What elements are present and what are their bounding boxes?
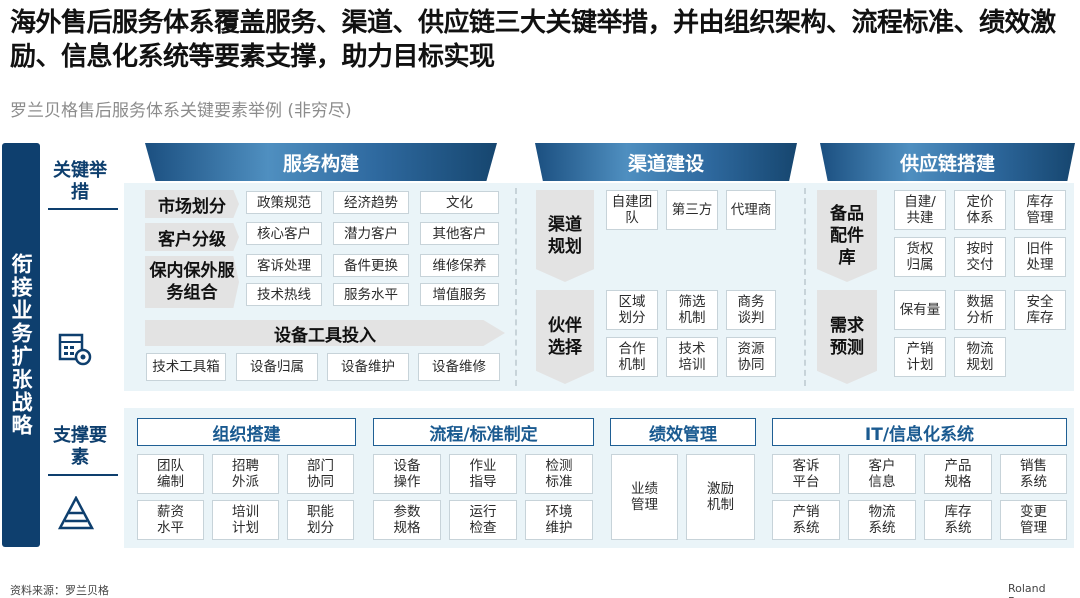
service-item: 备件更换 [333,254,409,277]
channel-item: 技术培训 [666,337,718,377]
dashboard-gear-icon [58,332,94,368]
service-item: 维修保养 [420,254,499,277]
org-item: 部门协同 [287,454,354,494]
org-header: 组织搭建 [137,418,356,446]
service-item: 经济趋势 [333,191,409,214]
supply-item: 保有量 [894,290,946,330]
section-key-label: 关键举措 [53,160,107,203]
supply-item: 数据分析 [954,290,1006,330]
process-item: 检测标准 [525,454,593,494]
service-item: 政策规范 [246,191,322,214]
service-category-customer: 客户分级 [145,223,239,251]
source-note: 资料来源：罗兰贝格 [10,584,109,597]
org-item: 薪资水平 [137,500,204,540]
it-item: 产销系统 [772,500,840,540]
supply-demand-category: 需求预测 [817,290,877,384]
service-item: 潜力客户 [333,222,409,245]
divider [804,188,806,386]
service-banner: 服务构建 [145,143,497,181]
channel-item: 第三方 [666,190,718,230]
page-title: 海外售后服务体系覆盖服务、渠道、供应链三大关键举措，并由组织架构、流程标准、绩效… [10,8,1056,72]
strategy-label: 衔接业务扩张战略 [2,143,40,547]
process-item: 参数规格 [373,500,441,540]
channel-item: 合作机制 [606,337,658,377]
perf-item: 激励机制 [686,454,755,540]
supply-banner: 供应链搭建 [820,143,1075,181]
page-subtitle: 罗兰贝格售后服务体系关键要素举例 (非穷尽) [10,101,352,121]
org-item: 培训计划 [212,500,279,540]
channel-item: 代理商 [726,190,776,230]
channel-item: 自建团队 [606,190,658,230]
it-header: IT/信息化系统 [772,418,1067,446]
it-item: 客诉平台 [772,454,840,494]
it-item: 销售系统 [1000,454,1067,494]
process-item: 环境维护 [525,500,593,540]
supply-item: 库存管理 [1014,190,1066,230]
service-category-warranty: 保内保外服务组合 [145,256,239,308]
org-item: 团队编制 [137,454,204,494]
channel-item: 资源协同 [726,337,776,377]
it-item: 产品规格 [924,454,992,494]
equipment-item: 设备归属 [236,353,318,381]
channel-item: 商务谈判 [726,290,776,330]
supply-item: 自建/共建 [894,190,946,230]
it-item: 变更管理 [1000,500,1067,540]
equipment-header: 设备工具投入 [145,320,505,346]
service-item: 技术热线 [246,283,322,306]
org-item: 招聘外派 [212,454,279,494]
service-item: 核心客户 [246,222,322,245]
it-item: 库存系统 [924,500,992,540]
service-item: 服务水平 [333,283,409,306]
equipment-item: 设备维护 [327,353,409,381]
divider [48,208,118,210]
equipment-item: 设备维修 [418,353,500,381]
service-item: 文化 [420,191,499,214]
perf-item: 业绩管理 [611,454,678,540]
supply-item: 货权归属 [894,237,946,277]
supply-item: 定价体系 [954,190,1006,230]
channel-item: 区域划分 [606,290,658,330]
process-header: 流程/标准制定 [373,418,594,446]
section-support-label: 支撑要素 [53,425,107,468]
service-item: 其他客户 [420,222,499,245]
divider [48,474,118,476]
channel-partner-category: 伙伴选择 [536,290,594,384]
service-item: 客诉处理 [246,254,322,277]
process-item: 作业指导 [449,454,517,494]
perf-header: 绩效管理 [610,418,756,446]
supply-item: 产销计划 [894,337,946,377]
process-item: 设备操作 [373,454,441,494]
channel-banner: 渠道建设 [535,143,797,181]
brand-logo: Roland Berger [1008,582,1046,598]
supply-spare-category: 备品配件库 [817,190,877,282]
equipment-item: 技术工具箱 [146,353,226,381]
service-item: 增值服务 [420,283,499,306]
process-item: 运行检查 [449,500,517,540]
pyramid-icon [57,495,95,530]
supply-item: 安全库存 [1014,290,1066,330]
divider [515,188,517,386]
it-item: 客户信息 [848,454,916,494]
service-category-market: 市场划分 [145,190,239,218]
it-item: 物流系统 [848,500,916,540]
channel-plan-category: 渠道规划 [536,190,594,282]
supply-item: 物流规划 [954,337,1006,377]
supply-item: 按时交付 [954,237,1006,277]
supply-item: 旧件处理 [1014,237,1066,277]
org-item: 职能划分 [287,500,354,540]
channel-item: 筛选机制 [666,290,718,330]
